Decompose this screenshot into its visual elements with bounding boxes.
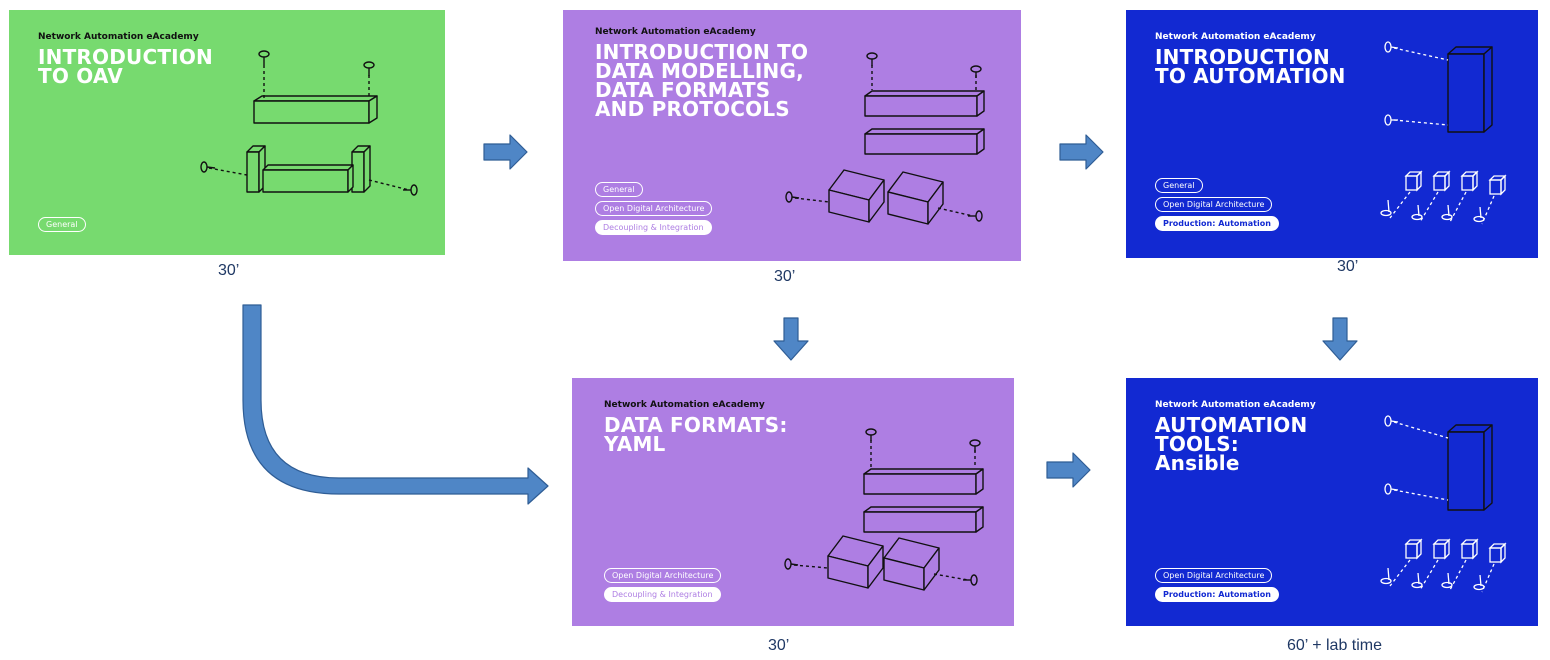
tag-decoupling-integration[interactable]: Decoupling & Integration <box>595 220 712 235</box>
tag-open-digital-architecture[interactable]: Open Digital Architecture <box>1155 197 1273 212</box>
tag-general[interactable]: General <box>595 182 643 197</box>
brand-label: Network Automation eAcademy <box>1155 32 1316 42</box>
brand-label: Network Automation eAcademy <box>595 27 756 37</box>
course-title: AUTOMATION TOOLS: Ansible <box>1155 413 1308 475</box>
tag-open-digital-architecture[interactable]: Open Digital Architecture <box>1155 568 1273 583</box>
stacked-bars-and-boxes-icon <box>784 428 984 591</box>
arrow-right <box>1046 452 1091 488</box>
course-card-yaml[interactable]: Network Automation eAcademy DATA FORMATS… <box>572 378 1014 626</box>
bracket-assembly-icon <box>200 50 418 196</box>
tag-production-automation[interactable]: Production: Automation <box>1155 216 1279 231</box>
tag-open-digital-architecture[interactable]: Open Digital Architecture <box>595 201 713 216</box>
brand-label: Network Automation eAcademy <box>38 32 199 42</box>
duration-label: 30’ <box>768 637 790 654</box>
tower-and-cubes-icon <box>1380 415 1507 593</box>
tower-and-cubes-icon <box>1380 41 1507 225</box>
arrow-curved <box>242 304 549 505</box>
course-card-intro-oav[interactable]: Network Automation eAcademy INTRODUCTION… <box>9 10 445 255</box>
duration-label: 60’ + lab time <box>1287 637 1383 654</box>
tag-open-digital-architecture[interactable]: Open Digital Architecture <box>604 568 722 583</box>
brand-label: Network Automation eAcademy <box>1155 400 1316 410</box>
tag-production-automation[interactable]: Production: Automation <box>1155 587 1279 602</box>
tag-general[interactable]: General <box>38 217 86 232</box>
tag-general[interactable]: General <box>1155 178 1203 193</box>
stacked-bars-and-boxes-icon <box>785 52 985 225</box>
duration-label: 30’ <box>1337 258 1359 275</box>
course-card-intro-automation[interactable]: Network Automation eAcademy INTRODUCTION… <box>1126 10 1538 258</box>
arrow-right <box>483 134 528 170</box>
arrow-down <box>1322 317 1358 361</box>
course-title: INTRODUCTION TO OAV <box>38 45 213 88</box>
course-card-data-modelling[interactable]: Network Automation eAcademy INTRODUCTION… <box>563 10 1021 261</box>
arrow-down <box>773 317 809 361</box>
duration-label: 30’ <box>774 268 796 285</box>
duration-label: 30’ <box>218 262 240 279</box>
course-title: INTRODUCTION TO AUTOMATION <box>1155 45 1346 88</box>
course-title: INTRODUCTION TO DATA MODELLING, DATA FOR… <box>595 40 809 121</box>
brand-label: Network Automation eAcademy <box>604 400 765 410</box>
course-title: DATA FORMATS: YAML <box>604 413 788 456</box>
tag-decoupling-integration[interactable]: Decoupling & Integration <box>604 587 721 602</box>
course-card-ansible[interactable]: Network Automation eAcademy AUTOMATION T… <box>1126 378 1538 626</box>
arrow-right <box>1059 134 1104 170</box>
